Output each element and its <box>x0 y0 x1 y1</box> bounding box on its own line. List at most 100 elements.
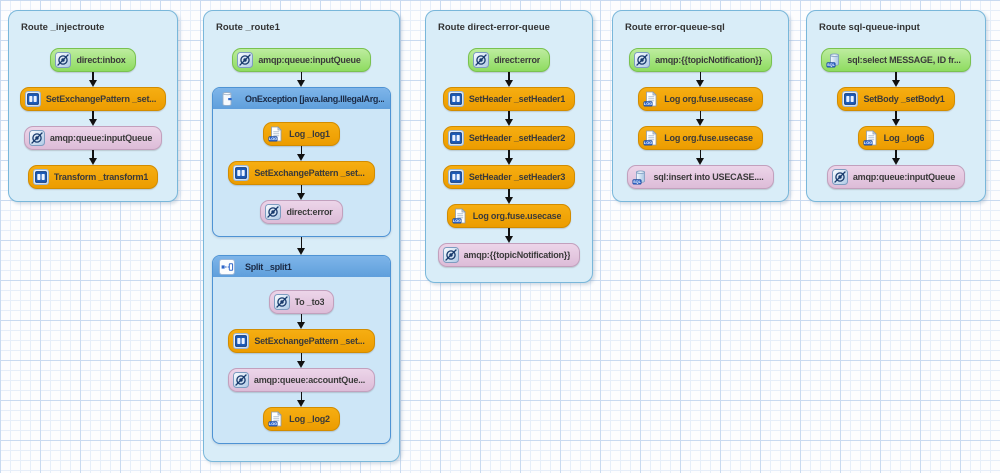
node-direct-inbox[interactable]: direct:inbox <box>50 48 136 72</box>
log-icon <box>643 130 659 146</box>
node-set-exchange-pattern[interactable]: SetExchangePattern _set... <box>228 329 375 353</box>
node-log1[interactable]: Log _log1 <box>263 122 340 146</box>
flow-arrow <box>891 72 901 87</box>
onexception-icon <box>219 91 235 107</box>
node-log-usecase-2[interactable]: Log org.fuse.usecase <box>638 126 763 150</box>
flow-arrow <box>504 72 514 87</box>
node-direct-error[interactable]: direct:error <box>467 48 551 72</box>
flow-arrow <box>696 150 706 165</box>
split-container[interactable]: Split _split1 To _to3 SetExchangePattern… <box>212 255 391 444</box>
node-label: amqp:{{topicNotification}} <box>463 250 571 260</box>
flow-arrow <box>891 111 901 126</box>
flow-arrow <box>504 150 514 165</box>
node-sql-select[interactable]: sql:select MESSAGE, ID fr... <box>821 48 971 72</box>
route-flow: direct:inbox SetExchangePattern _set... … <box>17 48 169 189</box>
route-title: Route direct-error-queue <box>438 22 550 33</box>
flow-arrow <box>696 111 706 126</box>
node-to3[interactable]: To _to3 <box>268 290 335 314</box>
node-set-exchange-pattern[interactable]: SetExchangePattern _set... <box>19 87 167 111</box>
node-set-exchange-pattern[interactable]: SetExchangePattern _set... <box>228 161 375 185</box>
flow-arrow <box>297 314 307 329</box>
onexception-container[interactable]: OnException [java.lang.IllegalArg... Log… <box>212 87 391 237</box>
endpoint-icon <box>443 247 459 263</box>
onexception-body: Log _log1 SetExchangePattern _set... dir… <box>213 109 390 236</box>
node-amqp-input-queue[interactable]: amqp:queue:inputQueue <box>826 165 966 189</box>
processor-icon <box>25 91 41 107</box>
flow-arrow <box>88 111 98 126</box>
flow-arrow <box>504 111 514 126</box>
node-amqp-topic-notification[interactable]: amqp:{{topicNotification}} <box>629 48 772 72</box>
route-flow: amqp:queue:inputQueue OnException [java.… <box>212 48 391 444</box>
node-sql-insert[interactable]: sql:insert into USECASE.... <box>627 165 774 189</box>
node-amqp-account-queue[interactable]: amqp:queue:accountQue... <box>227 368 376 392</box>
route-title: Route sql-queue-input <box>819 22 920 33</box>
flow-arrow <box>696 72 706 87</box>
endpoint-icon <box>634 52 650 68</box>
endpoint-icon <box>55 52 71 68</box>
node-label: To _to3 <box>294 297 325 307</box>
node-label: direct:error <box>493 55 541 65</box>
node-label: SetBody _setBody1 <box>863 94 945 104</box>
processor-icon <box>233 165 249 181</box>
endpoint-icon <box>274 294 290 310</box>
flow-arrow <box>504 228 514 243</box>
route-container-error-queue-sql[interactable]: Route error-queue-sql amqp:{{topicNotifi… <box>612 10 789 202</box>
node-label: amqp:queue:inputQueue <box>258 55 361 65</box>
node-log2[interactable]: Log _log2 <box>263 407 340 431</box>
flow-arrow <box>88 150 98 165</box>
route-container-direct-error-queue[interactable]: Route direct-error-queue direct:error Se… <box>425 10 593 283</box>
route-container-route1[interactable]: Route _route1 amqp:queue:inputQueue OnEx… <box>203 10 400 462</box>
node-label: amqp:queue:inputQueue <box>49 133 153 143</box>
flow-arrow <box>297 72 307 87</box>
node-label: amqp:{{topicNotification}} <box>655 55 762 65</box>
node-label: sql:insert into USECASE.... <box>653 172 764 182</box>
node-set-header2[interactable]: SetHeader _setHeader2 <box>442 126 576 150</box>
node-transform1[interactable]: Transform _transform1 <box>27 165 159 189</box>
node-log6[interactable]: Log _log6 <box>857 126 935 150</box>
sql-icon <box>826 52 842 68</box>
route-container-sql-queue-input[interactable]: Route sql-queue-input sql:select MESSAGE… <box>806 10 986 202</box>
route-container-injectroute[interactable]: Route _injectroute direct:inbox SetExcha… <box>8 10 178 202</box>
flow-arrow <box>297 353 307 368</box>
node-direct-error[interactable]: direct:error <box>260 200 343 224</box>
node-label: Log org.fuse.usecase <box>472 211 562 221</box>
node-set-header3[interactable]: SetHeader _setHeader3 <box>442 165 576 189</box>
node-set-body1[interactable]: SetBody _setBody1 <box>837 87 955 111</box>
onexception-header[interactable]: OnException [java.lang.IllegalArg... <box>213 88 390 109</box>
node-amqp-input-queue-source[interactable]: amqp:queue:inputQueue <box>232 48 371 72</box>
node-label: SetExchangePattern _set... <box>254 168 365 178</box>
node-label: amqp:queue:inputQueue <box>852 172 956 182</box>
node-log-usecase[interactable]: Log org.fuse.usecase <box>446 204 572 228</box>
route-flow: amqp:{{topicNotification}} Log org.fuse.… <box>621 48 780 189</box>
route-title: Route _route1 <box>216 22 280 33</box>
split-header[interactable]: Split _split1 <box>213 256 390 277</box>
processor-icon <box>448 130 464 146</box>
node-label: SetExchangePattern _set... <box>45 94 157 104</box>
node-set-header1[interactable]: SetHeader _setHeader1 <box>442 87 576 111</box>
route-title: Route _injectroute <box>21 22 105 33</box>
processor-icon <box>233 333 249 349</box>
node-log-usecase-1[interactable]: Log org.fuse.usecase <box>638 87 763 111</box>
processor-icon <box>448 169 464 185</box>
sql-icon <box>632 169 648 185</box>
processor-icon <box>33 169 49 185</box>
node-amqp-input-queue[interactable]: amqp:queue:inputQueue <box>23 126 163 150</box>
node-label: amqp:queue:accountQue... <box>253 375 366 385</box>
log-icon <box>268 126 284 142</box>
node-label: Log org.fuse.usecase <box>664 94 753 104</box>
log-icon <box>452 208 468 224</box>
node-label: direct:error <box>286 207 333 217</box>
node-amqp-topic-notification[interactable]: amqp:{{topicNotification}} <box>437 243 581 267</box>
processor-icon <box>842 91 858 107</box>
node-label: SetHeader _setHeader1 <box>468 94 566 104</box>
node-label: Log _log2 <box>289 414 330 424</box>
log-icon <box>268 411 284 427</box>
flow-arrow <box>297 237 307 255</box>
route-title: Route error-queue-sql <box>625 22 725 33</box>
flow-arrow <box>297 392 307 407</box>
node-label: SetHeader _setHeader2 <box>468 133 566 143</box>
endpoint-icon <box>473 52 489 68</box>
endpoint-icon <box>832 169 848 185</box>
node-label: Log _log6 <box>883 133 925 143</box>
